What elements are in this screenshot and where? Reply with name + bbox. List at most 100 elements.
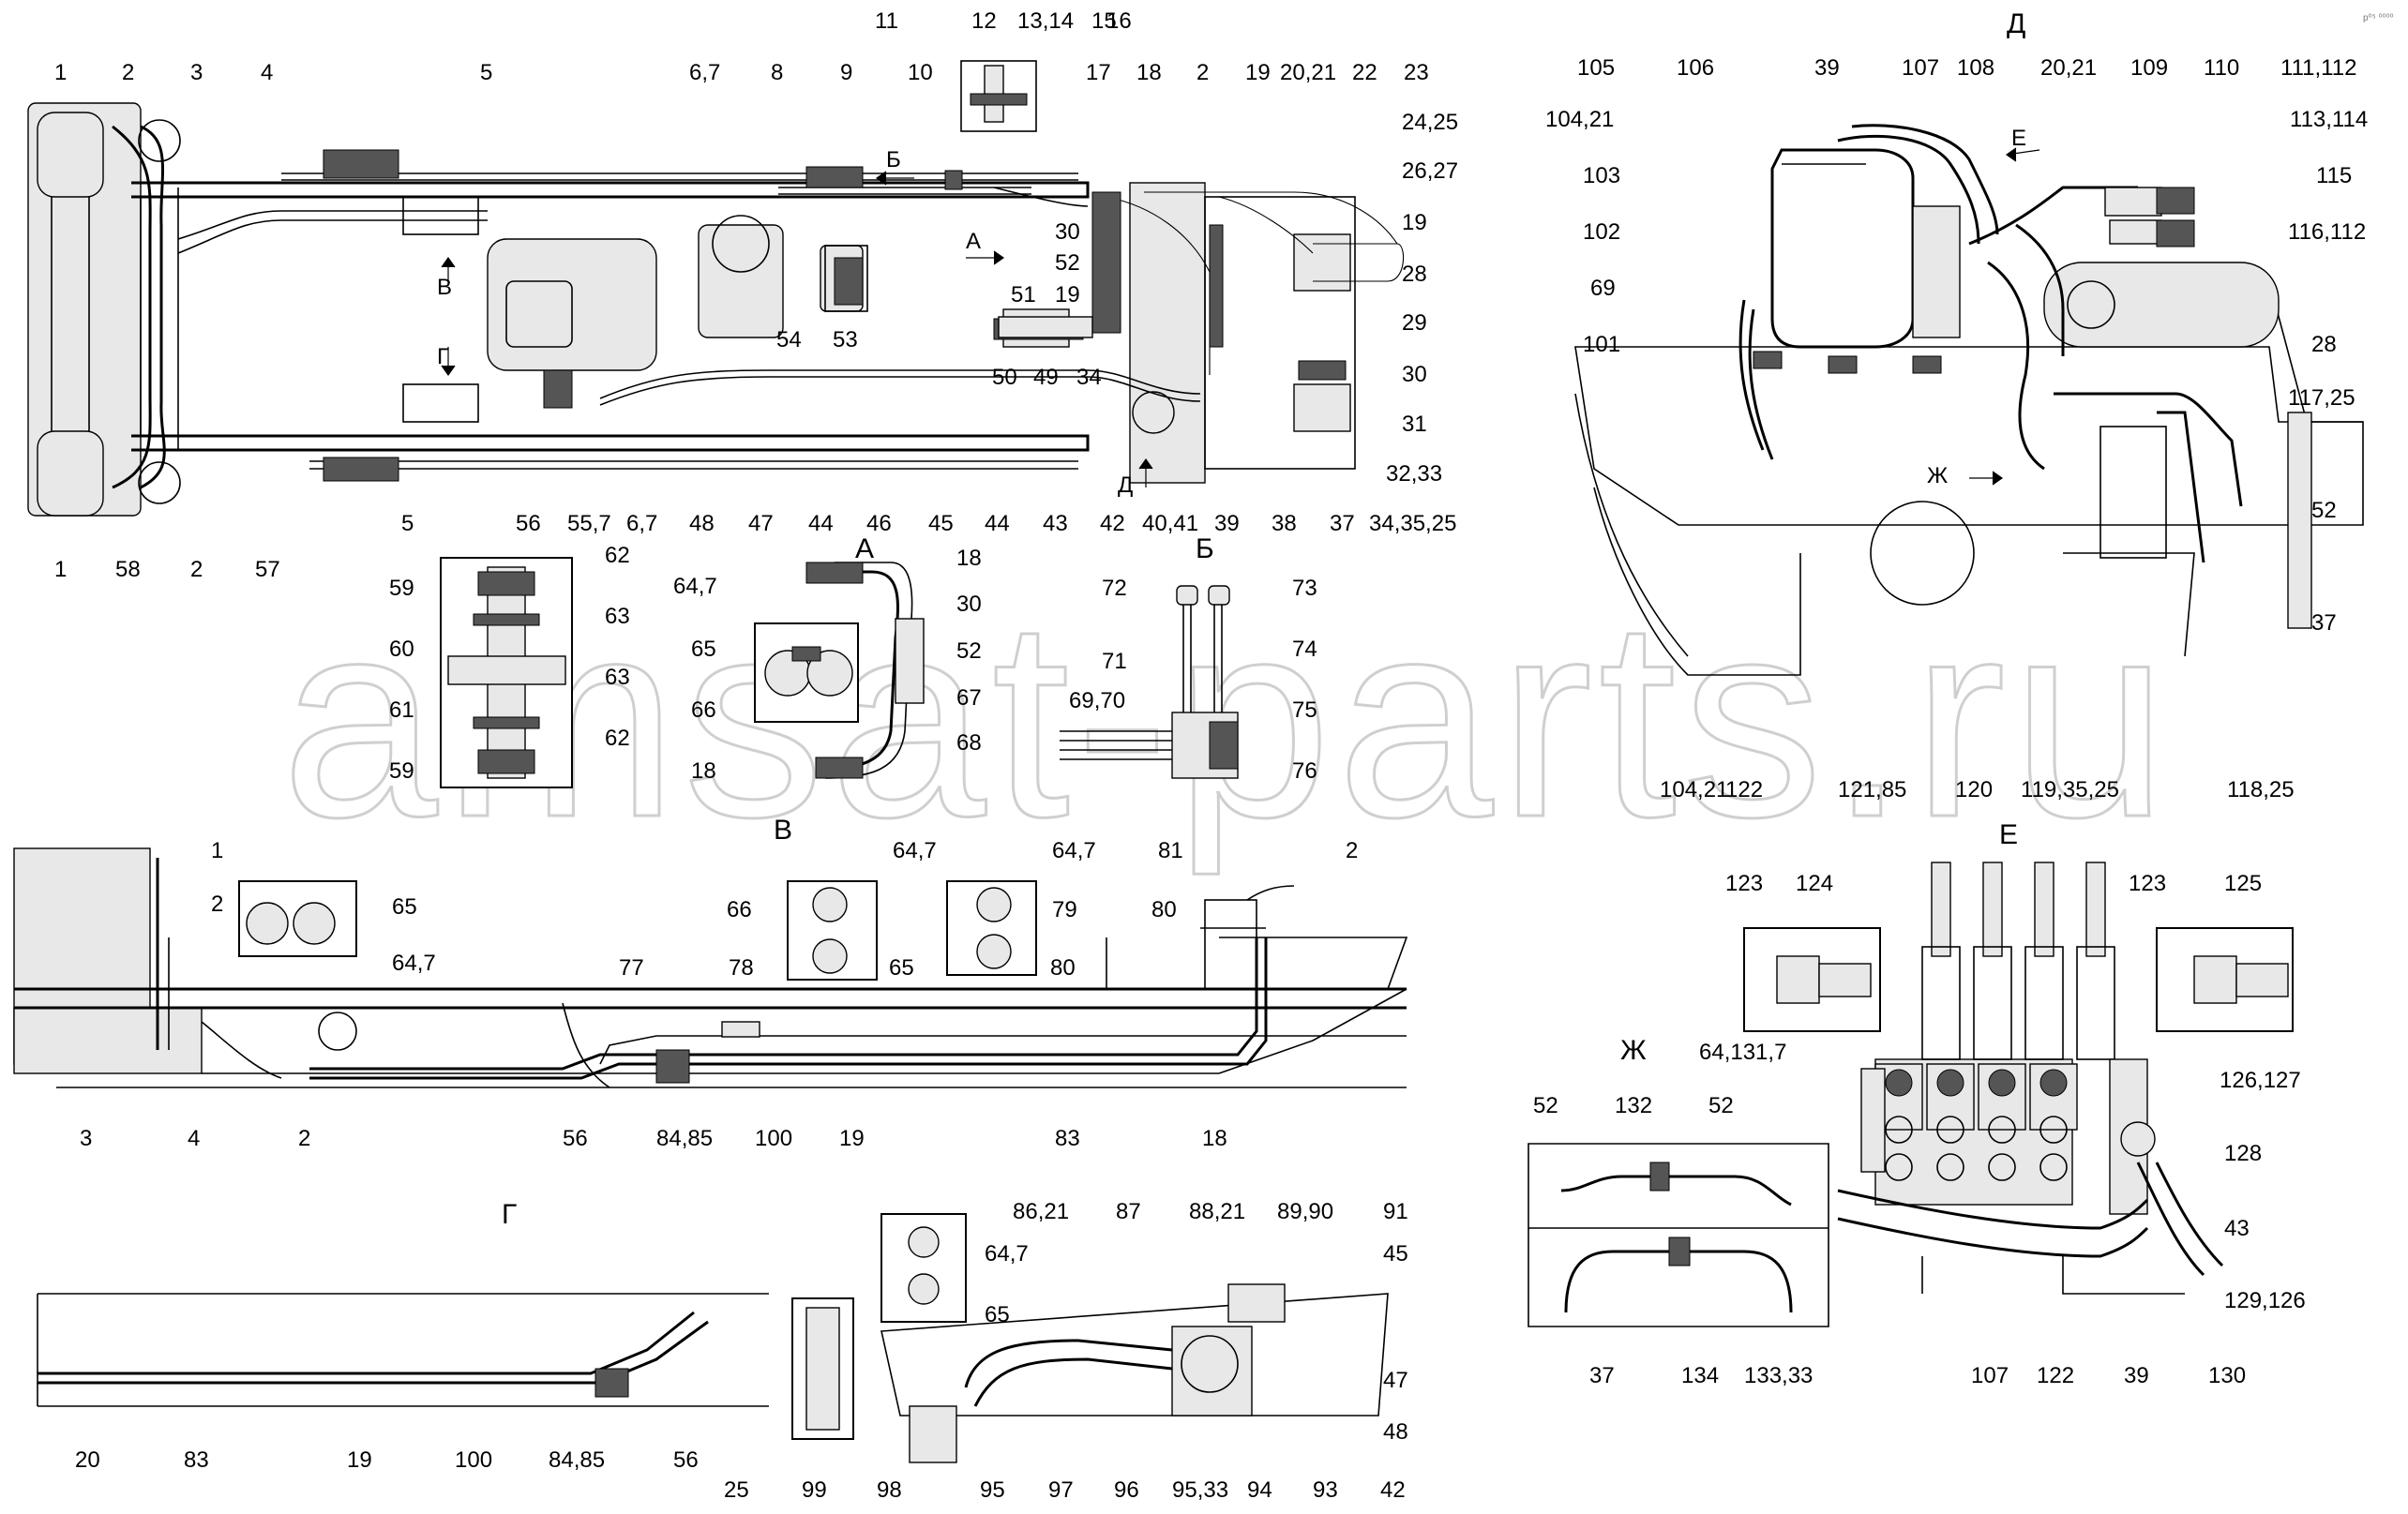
callout: 122: [2037, 1363, 2074, 1388]
callout: 125: [2224, 871, 2262, 896]
callout: 28: [2311, 332, 2337, 357]
callout: 38: [1272, 511, 1297, 536]
callout: 83: [1055, 1126, 1080, 1151]
callout: 16: [1106, 8, 1132, 34]
view-title-G: Г: [502, 1199, 517, 1230]
callout: 9: [840, 60, 852, 85]
callout: 118,25: [2227, 777, 2295, 802]
callout: 45: [1383, 1241, 1408, 1267]
callout: 3: [80, 1126, 92, 1151]
callout: 45: [928, 511, 954, 536]
callout: 52: [1708, 1093, 1734, 1118]
callout: 3: [190, 60, 203, 85]
callout: 123: [1725, 871, 1763, 896]
callout: 13,14: [1017, 8, 1074, 34]
callout: 5: [480, 60, 492, 85]
callout: 52: [1533, 1093, 1558, 1118]
callout: 102: [1583, 219, 1620, 245]
callout: 132: [1615, 1093, 1652, 1118]
callout: 93: [1313, 1477, 1338, 1503]
callout: 47: [1383, 1368, 1408, 1393]
callout: 53: [833, 327, 858, 352]
callout: 75: [1292, 697, 1317, 723]
callout: 59: [389, 758, 414, 784]
corner-mark: p⁰⁵ ⁰⁰⁰⁰: [2363, 13, 2394, 23]
callout: 18: [956, 546, 982, 571]
callout: 11: [875, 8, 898, 34]
callout: 2: [211, 892, 223, 917]
callout: 34: [1076, 365, 1102, 390]
callout: 48: [689, 511, 715, 536]
callout: 97: [1048, 1477, 1074, 1503]
callout: 134: [1681, 1363, 1719, 1388]
callout: 80: [1050, 955, 1076, 981]
callout: 72: [1102, 576, 1127, 601]
callout: 64,7: [673, 574, 717, 599]
callout: 64,7: [985, 1241, 1029, 1267]
callout: 37: [1589, 1363, 1615, 1388]
callout: 2: [1346, 838, 1358, 863]
callout: 2: [298, 1126, 310, 1151]
callout: 58: [115, 557, 141, 582]
callout: 44: [808, 511, 834, 536]
view-G-side: [37, 1213, 1389, 1463]
callout: 18: [1136, 60, 1162, 85]
callout: 66: [691, 697, 716, 723]
callout: 34,35,25: [1369, 511, 1456, 536]
callout: 25: [724, 1477, 749, 1503]
callout: 104,21: [1545, 107, 1614, 132]
callout: А: [966, 229, 981, 254]
callout: 122: [1725, 777, 1763, 802]
callout: 110: [2204, 55, 2239, 81]
callout: 98: [877, 1477, 902, 1503]
callout: 96: [1114, 1477, 1139, 1503]
callout: 24,25: [1402, 110, 1458, 135]
callout: 59: [389, 576, 414, 601]
callout: 64,7: [893, 838, 937, 863]
callout: 19: [1245, 60, 1271, 85]
callout: 6,7: [626, 511, 657, 536]
view-title-A: А: [855, 533, 874, 564]
callout: 10: [908, 60, 933, 85]
callout: 44: [985, 511, 1010, 536]
callout: 52: [1055, 250, 1080, 276]
callout: 31: [1402, 412, 1427, 437]
callout: 129,126: [2224, 1288, 2306, 1313]
callout: 19: [839, 1126, 865, 1151]
callout: 120: [1955, 777, 1993, 802]
callout: 64,131,7: [1699, 1040, 1786, 1065]
callout: 1: [54, 557, 67, 582]
callout: 64,7: [1052, 838, 1096, 863]
callout: 17: [1086, 60, 1111, 85]
callout: Г: [437, 344, 449, 369]
callout: 123: [2129, 871, 2166, 896]
callout: 128: [2224, 1141, 2262, 1166]
callout: 49: [1033, 365, 1059, 390]
main-top-view: [27, 60, 1405, 517]
callouts-view-V: 1 2 65 64,7 66 64,7 64,7 79 65 81 2 80 7…: [80, 838, 1358, 1151]
callout: Д: [1118, 472, 1133, 498]
callout: 4: [188, 1126, 200, 1151]
callout: 5: [401, 511, 414, 536]
callout: 12: [971, 8, 997, 34]
callout: 64,7: [392, 951, 436, 976]
callout: 100: [455, 1447, 492, 1473]
callout: 66: [727, 897, 752, 922]
callout: Ж: [1927, 463, 1948, 488]
callout: 62: [605, 726, 630, 751]
callout: 119,35,25: [2021, 777, 2119, 802]
callout: 88,21: [1189, 1199, 1245, 1224]
callout: 47: [748, 511, 774, 536]
callouts-main: 1 2 3 4 5 6,7 8 9 10 11 12 13,14 15 16 1…: [54, 8, 1458, 582]
callout: 30: [1055, 219, 1080, 245]
callout: 74: [1292, 637, 1317, 662]
callout: 18: [691, 758, 716, 784]
callout: 68: [956, 730, 982, 756]
callout: 65: [889, 955, 914, 981]
view-E-distributor: [1743, 862, 2294, 1295]
callout: 28: [1402, 262, 1427, 287]
callout: 4: [261, 60, 273, 85]
callout: 56: [563, 1126, 588, 1151]
callout: 83: [184, 1447, 209, 1473]
callout: 113,114: [2290, 107, 2368, 132]
